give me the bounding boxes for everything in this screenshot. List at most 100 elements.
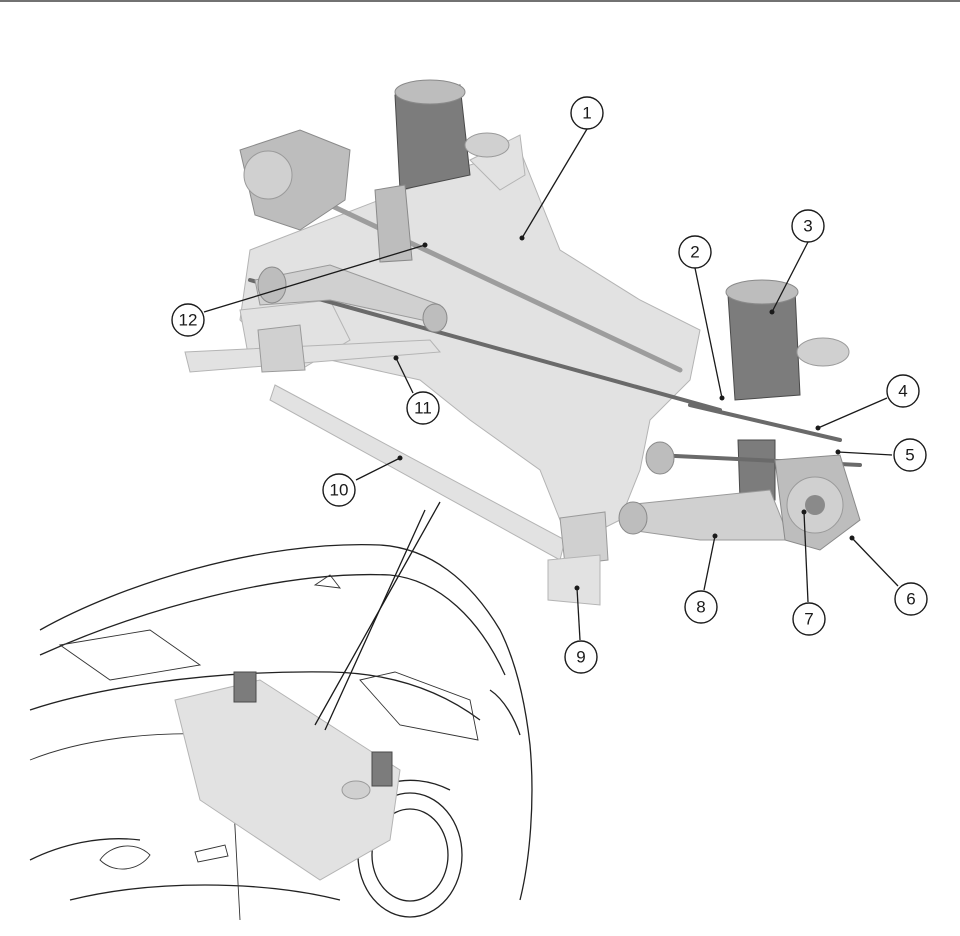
callout-8: 8 <box>684 590 718 624</box>
callout-3-label: 3 <box>803 217 812 236</box>
bush-b <box>618 501 648 535</box>
mini-subframe <box>174 679 401 881</box>
car-rear-rim <box>371 808 449 902</box>
callout-3-circle <box>791 209 825 243</box>
leader-9 <box>576 587 581 641</box>
leader-7-dot <box>801 509 807 515</box>
leader-8 <box>703 535 716 591</box>
subframe-body <box>239 149 701 541</box>
callout-8-circle <box>684 590 718 624</box>
callout-9: 9 <box>564 640 598 674</box>
callout-6-label: 6 <box>906 590 915 609</box>
leader-12-dot <box>422 242 428 248</box>
car-belt-line <box>29 671 481 721</box>
car-antenna <box>313 574 342 589</box>
callout-5: 5 <box>893 438 927 472</box>
leader-10 <box>355 457 401 481</box>
bush-mount-left <box>257 324 306 373</box>
callout-6-circle <box>894 582 928 616</box>
leader-11-dot <box>393 355 399 361</box>
leader-4 <box>817 397 888 429</box>
bush-a <box>645 441 675 475</box>
subframe-bracket-9 <box>547 554 601 606</box>
bush-d <box>257 266 287 304</box>
callout-12-label: 12 <box>179 311 198 330</box>
leader-8-dot <box>712 533 718 539</box>
callout-11-circle <box>406 391 440 425</box>
rear-subframe-assembly-icon <box>184 79 862 606</box>
car-tail-light <box>489 689 521 736</box>
car-door-handle <box>194 844 229 863</box>
rear-mount-cup-right <box>796 337 850 367</box>
right-air-spring <box>727 289 801 401</box>
callout-4-label: 4 <box>898 382 907 401</box>
leader-1-dot <box>519 235 525 241</box>
callout-9-circle <box>564 640 598 674</box>
callout-10-label: 10 <box>330 481 349 500</box>
callout-3: 3 <box>791 209 825 243</box>
right-damper <box>737 439 776 501</box>
leader-6-dot <box>849 535 855 541</box>
bush-c <box>422 303 448 333</box>
leader-7 <box>803 511 809 603</box>
leader-3 <box>771 241 809 313</box>
callout-1-label: 1 <box>582 104 591 123</box>
leader-1 <box>521 128 588 239</box>
callout-1: 1 <box>570 96 604 130</box>
leader-2-dot <box>719 395 725 401</box>
callout-4-circle <box>886 374 920 408</box>
callout-1-circle <box>570 96 604 130</box>
mini-strut-right <box>371 751 393 787</box>
left-strut-top <box>394 79 466 105</box>
callout-9-label: 9 <box>576 648 585 667</box>
left-hub <box>243 150 293 200</box>
mini-diff <box>341 780 371 800</box>
car-mirror <box>99 845 151 870</box>
leader-5 <box>837 451 893 456</box>
callout-10: 10 <box>322 473 356 507</box>
callout-11-label: 11 <box>414 399 432 418</box>
callout-8-label: 8 <box>696 598 705 617</box>
callout-7: 7 <box>792 602 826 636</box>
bush-mount-right <box>559 511 609 566</box>
leader-2 <box>694 267 723 399</box>
callout-4: 4 <box>886 374 920 408</box>
leader-11 <box>395 357 414 394</box>
callout-12: 12 <box>171 303 205 337</box>
car-roof-inner <box>39 573 506 676</box>
callout-11: 11 <box>406 391 440 425</box>
car-rear-window <box>359 671 479 741</box>
leader-12 <box>203 244 426 313</box>
callout-5-circle <box>893 438 927 472</box>
callout-7-label: 7 <box>804 610 813 629</box>
callout-2: 2 <box>678 235 712 269</box>
leader-6 <box>851 537 899 587</box>
leader-5-dot <box>835 449 841 455</box>
leader-3-dot <box>769 309 775 315</box>
leader-9-dot <box>574 585 580 591</box>
rear-mount-cup-left <box>464 132 510 158</box>
lateral-brace <box>184 339 442 373</box>
right-lower-arm <box>624 489 791 541</box>
vehicle-outline-icon <box>29 501 533 921</box>
callout-2-circle <box>678 235 712 269</box>
leader-4-dot <box>815 425 821 431</box>
leader-lines <box>203 128 899 641</box>
callout-10-circle <box>322 473 356 507</box>
right-upper-arm <box>688 403 842 442</box>
callout-6: 6 <box>894 582 928 616</box>
callout-2-label: 2 <box>690 243 699 262</box>
tie-rod <box>248 278 722 412</box>
callout-7-circle <box>792 602 826 636</box>
leader-10-dot <box>397 455 403 461</box>
callout-5-label: 5 <box>905 446 914 465</box>
left-damper <box>374 184 413 263</box>
car-sill <box>69 884 341 901</box>
right-strut-top <box>725 279 799 305</box>
car-sill-front <box>29 838 141 861</box>
car-roofline <box>39 543 533 901</box>
wheel-hub-centre <box>805 495 825 515</box>
callout-12-circle <box>171 303 205 337</box>
